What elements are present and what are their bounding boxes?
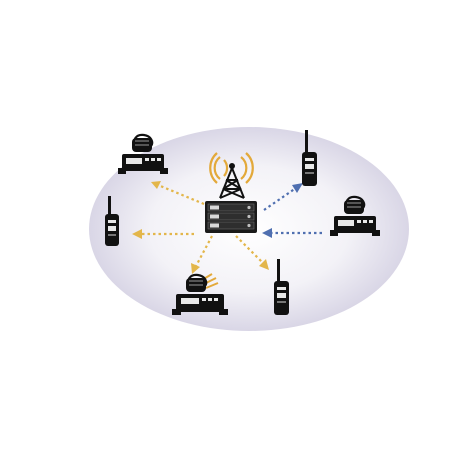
link-arrow-mobile-right bbox=[262, 228, 322, 238]
link-arrow-handheld-left bbox=[132, 229, 194, 239]
links bbox=[132, 181, 322, 274]
mobile-radio-icon bbox=[172, 273, 228, 315]
link-arrow-handheld-top-right bbox=[263, 183, 303, 211]
handheld-radio-icon bbox=[302, 130, 317, 186]
handheld-radio-icon bbox=[274, 259, 289, 315]
repeater-base-station-icon bbox=[205, 201, 257, 233]
mobile-radio-icon bbox=[118, 133, 168, 174]
link-arrow-mobile-bottom bbox=[191, 235, 213, 274]
link-arrow-mobile-top-left bbox=[151, 181, 205, 206]
radio-tower-icon bbox=[209, 152, 254, 199]
link-arrow-handheld-bottom-right bbox=[235, 235, 269, 270]
signal-waves-icon bbox=[209, 152, 254, 184]
handheld-radio-icon bbox=[105, 196, 119, 246]
mobile-radio-icon bbox=[330, 195, 380, 236]
